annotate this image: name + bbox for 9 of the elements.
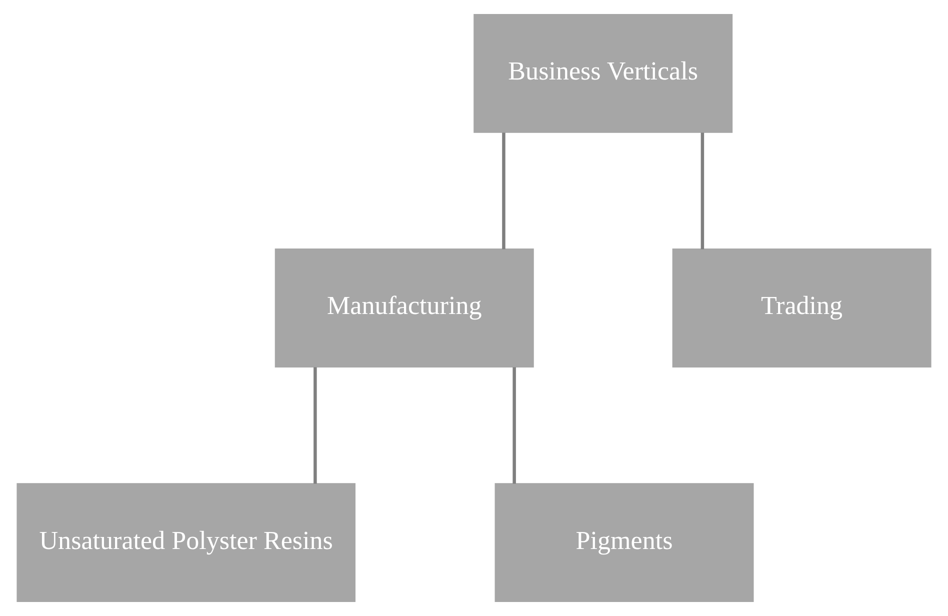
node-box: Manufacturing — [274, 248, 534, 368]
connector — [700, 132, 704, 250]
node-box: Business Verticals — [474, 14, 733, 133]
node-box: Trading — [672, 248, 932, 368]
node-box: Unsaturated Polyster Resins — [16, 483, 356, 602]
connector — [512, 367, 516, 484]
connector — [314, 367, 317, 484]
node-box: Pigments — [494, 483, 754, 602]
connector — [502, 132, 506, 250]
